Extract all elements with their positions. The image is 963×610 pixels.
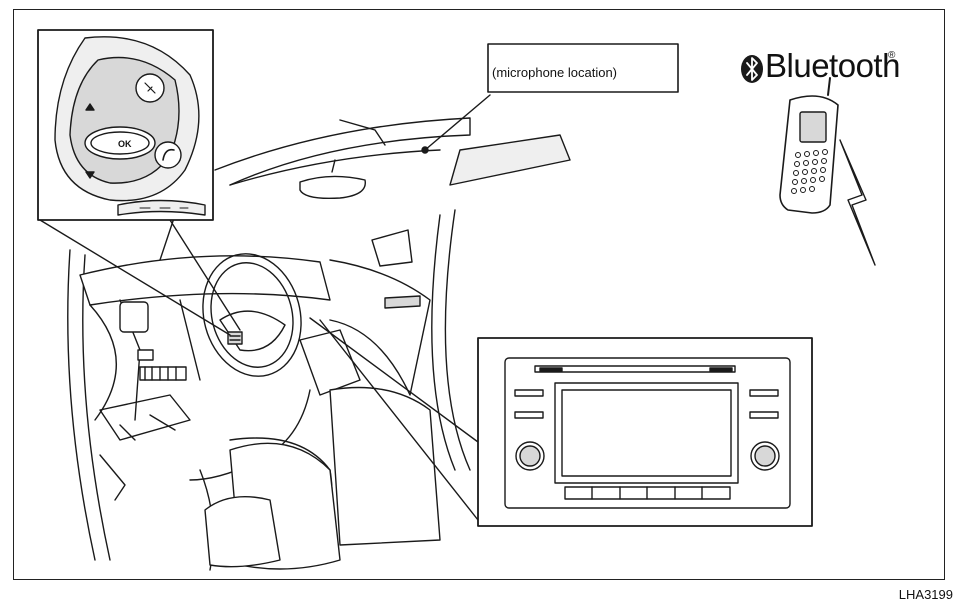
ok-button-label: OK bbox=[118, 139, 132, 149]
audio-unit-inset bbox=[478, 338, 812, 526]
rearview-mirror bbox=[300, 176, 365, 198]
display-screen bbox=[555, 383, 738, 483]
left-preset-button-1[interactable] bbox=[515, 390, 543, 396]
side-mirror bbox=[372, 230, 412, 266]
cellphone-icon bbox=[780, 78, 838, 213]
bluetooth-wordmark: Bluetooth bbox=[765, 47, 900, 85]
seats bbox=[205, 388, 440, 570]
phone-button[interactable] bbox=[155, 142, 181, 168]
right-preset-button-2[interactable] bbox=[750, 412, 778, 418]
steering-switch-inset bbox=[38, 30, 213, 220]
wireless-signal-icon bbox=[840, 140, 875, 265]
windshield-lines bbox=[160, 118, 570, 260]
figure-code: LHA3199 bbox=[899, 587, 953, 602]
right-preset-button-1[interactable] bbox=[750, 390, 778, 396]
microphone-pointer bbox=[425, 95, 490, 150]
registered-mark: ® bbox=[888, 50, 895, 61]
left-preset-button-2[interactable] bbox=[515, 412, 543, 418]
microphone-location-label: (microphone location) bbox=[492, 65, 617, 80]
bluetooth-rune-icon bbox=[741, 55, 763, 83]
